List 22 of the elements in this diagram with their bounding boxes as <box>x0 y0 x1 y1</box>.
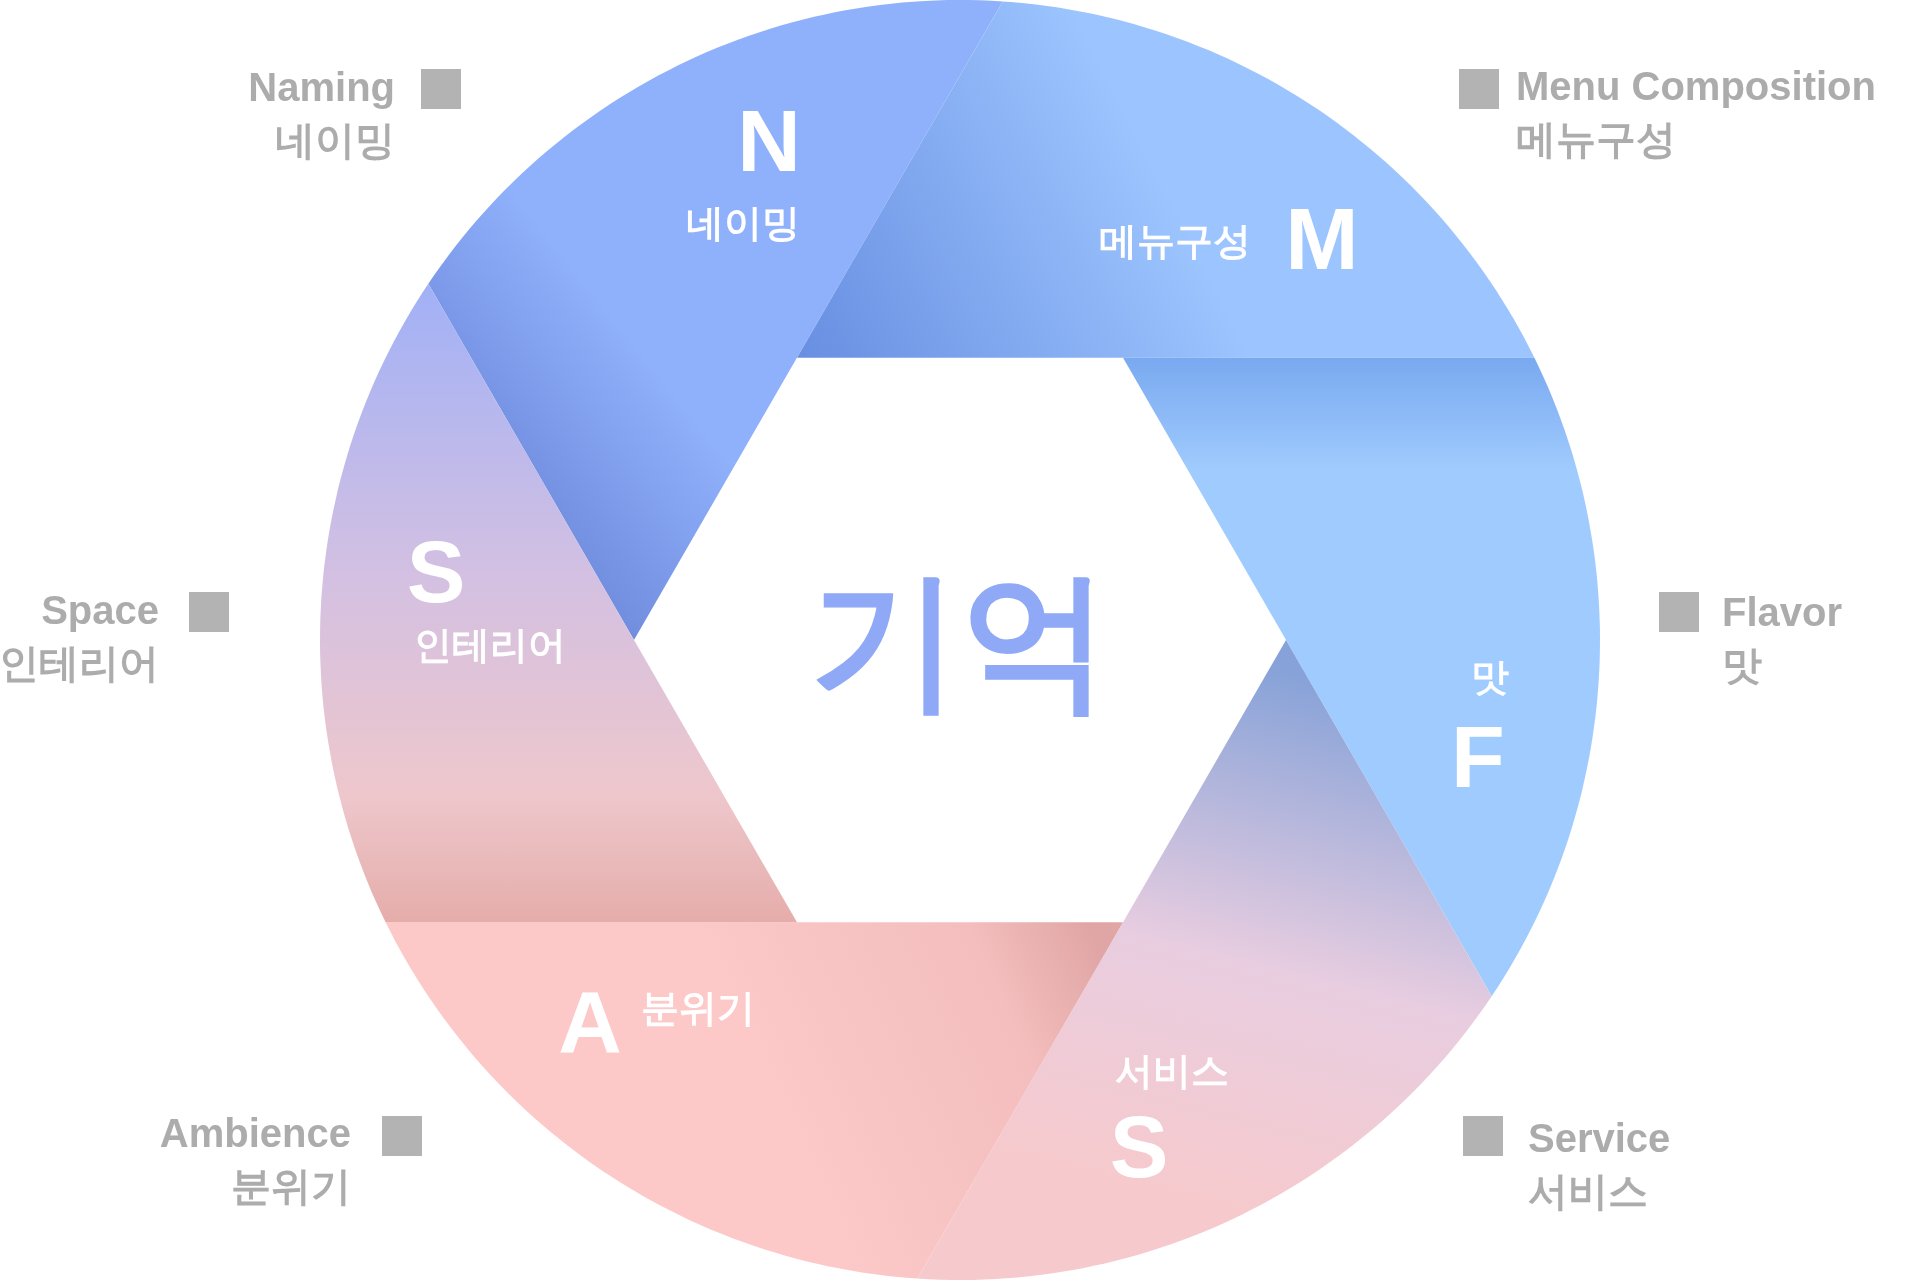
korean-label: 맛 <box>1722 642 1762 689</box>
english-label: Menu Composition <box>1516 63 1876 110</box>
english-label: Ambience <box>159 1110 351 1157</box>
blade-letter: M <box>1285 195 1359 283</box>
english-label: Naming <box>248 64 395 111</box>
korean-label: 메뉴구성 <box>1516 116 1676 163</box>
blade-letter: S <box>406 528 466 616</box>
blade-label: 맛 <box>1471 658 1509 696</box>
blade-label: 인테리어 <box>414 626 566 664</box>
english-label: Service <box>1528 1115 1671 1162</box>
blade-label: 메뉴구성 <box>1099 222 1251 260</box>
blade-label: 분위기 <box>641 989 755 1027</box>
korean-label: 네이밍 <box>275 117 395 164</box>
blade-letter: F <box>1451 713 1505 801</box>
center-title: 기억 <box>810 565 1110 715</box>
english-label: Flavor <box>1722 589 1843 636</box>
korean-label: 서비스 <box>1528 1168 1648 1215</box>
korean-label: 분위기 <box>231 1163 351 1210</box>
blade-letter: N <box>737 97 801 185</box>
korean-label: 인테리어 <box>0 640 159 687</box>
blade-label: 네이밍 <box>686 204 800 242</box>
english-label: Space <box>41 587 159 634</box>
